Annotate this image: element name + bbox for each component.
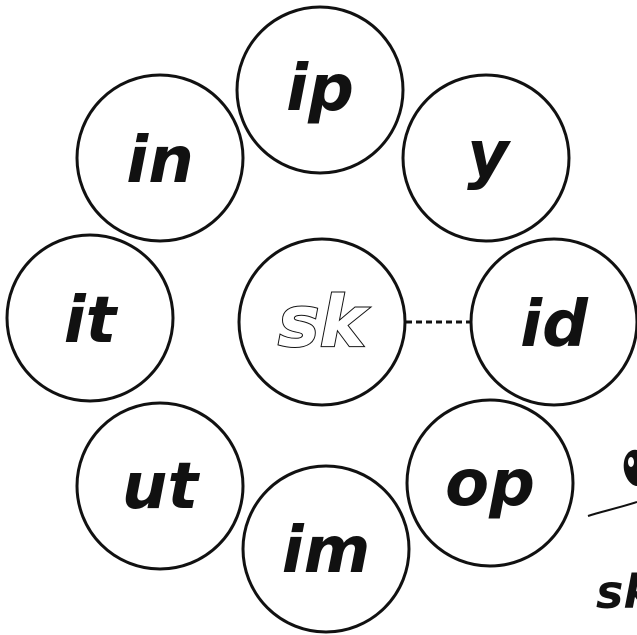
ending-label-op: op bbox=[445, 447, 535, 521]
ending-circle-ut: ut bbox=[77, 403, 243, 569]
ending-label-im: im bbox=[282, 514, 371, 588]
ending-label-ip: ip bbox=[286, 52, 354, 126]
ending-circle-im: im bbox=[243, 466, 409, 632]
ending-label-it: it bbox=[64, 284, 119, 358]
center-circle: sk bbox=[239, 239, 405, 405]
ending-label-y: y bbox=[467, 118, 511, 192]
skunk-icon bbox=[588, 450, 637, 516]
ending-label-ut: ut bbox=[122, 450, 201, 524]
ending-circle-in: in bbox=[77, 75, 243, 241]
ending-label-in: in bbox=[126, 124, 194, 198]
corner-fragment-label: sk bbox=[596, 565, 637, 619]
ending-circle-it: it bbox=[7, 235, 173, 401]
ending-circle-ip: ip bbox=[237, 7, 403, 173]
center-label: sk bbox=[278, 281, 371, 363]
ending-label-id: id bbox=[520, 288, 589, 362]
ending-circle-y: y bbox=[403, 75, 569, 241]
ending-circle-id: id bbox=[471, 239, 637, 405]
ending-circle-op: op bbox=[407, 400, 573, 566]
